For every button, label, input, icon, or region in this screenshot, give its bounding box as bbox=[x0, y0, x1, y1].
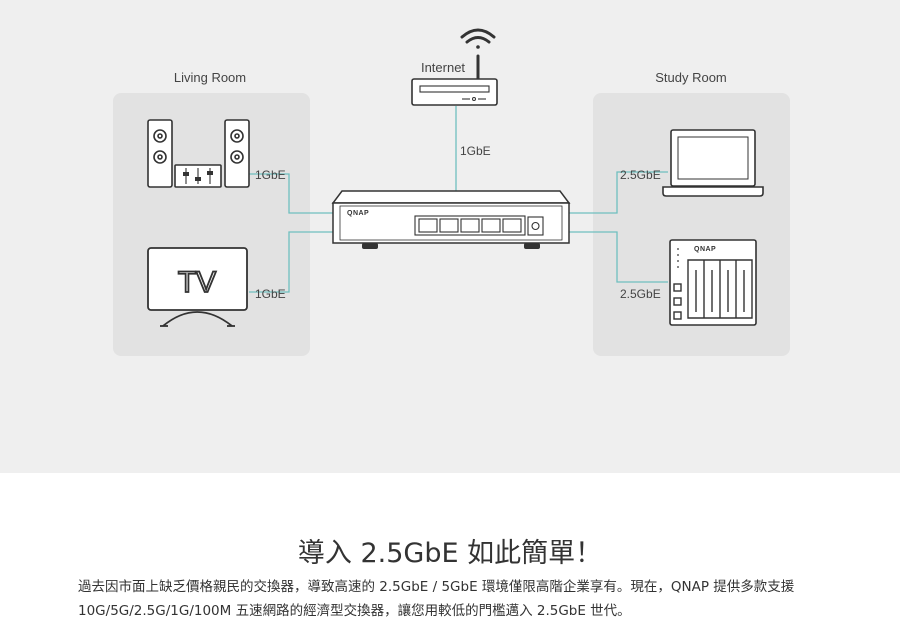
cable-nas bbox=[569, 231, 668, 283]
living-room-label: Living Room bbox=[174, 70, 246, 85]
nas-brand-label: QNAP bbox=[694, 246, 716, 253]
cables bbox=[249, 106, 668, 293]
tv-icon: TV bbox=[147, 247, 248, 327]
cable-laptop bbox=[569, 171, 668, 214]
cable-tv bbox=[249, 231, 333, 293]
link-label-stereo: 1GbE bbox=[255, 168, 286, 182]
stereo-system bbox=[147, 119, 250, 188]
page-headline: 導入 2.5GbE 如此簡單！ bbox=[297, 538, 603, 569]
cable-stereo bbox=[249, 173, 333, 214]
speaker-icon-right bbox=[224, 119, 250, 188]
diagram-canvas: Living Room Study Room 1GbE 1GbE 1GbE 2.… bbox=[113, 28, 790, 356]
router-icon: Internet bbox=[411, 54, 498, 106]
switch-brand-label: QNAP bbox=[347, 210, 369, 217]
intro-section: 導入 2.5GbE 如此簡單！ 過去因市面上缺乏價格親民的交換器，導致高速的 2… bbox=[0, 473, 900, 644]
intro-paragraph: 過去因市面上缺乏價格親民的交換器，導致高速的 2.5GbE / 5GbE 環境僅… bbox=[78, 579, 795, 619]
speaker-icon-left bbox=[147, 119, 173, 188]
link-label-tv: 1GbE bbox=[255, 287, 286, 301]
link-label-nas: 2.5GbE bbox=[620, 287, 661, 301]
network-diagram: Living Room Study Room 1GbE 1GbE 1GbE 2.… bbox=[0, 0, 900, 473]
audio-mixer-icon bbox=[174, 164, 222, 188]
living-room-panel bbox=[113, 93, 310, 356]
laptop-icon bbox=[662, 129, 764, 197]
tv-label: TV bbox=[178, 266, 216, 299]
ethernet-ports bbox=[414, 215, 544, 236]
study-room-label: Study Room bbox=[655, 70, 727, 85]
switch-icon: QNAP bbox=[331, 190, 571, 249]
link-label-laptop: 2.5GbE bbox=[620, 168, 661, 182]
nas-icon: QNAP bbox=[669, 239, 757, 326]
wifi-icon bbox=[460, 28, 496, 49]
link-label-router-switch: 1GbE bbox=[460, 144, 491, 158]
internet-label: Internet bbox=[421, 60, 465, 75]
